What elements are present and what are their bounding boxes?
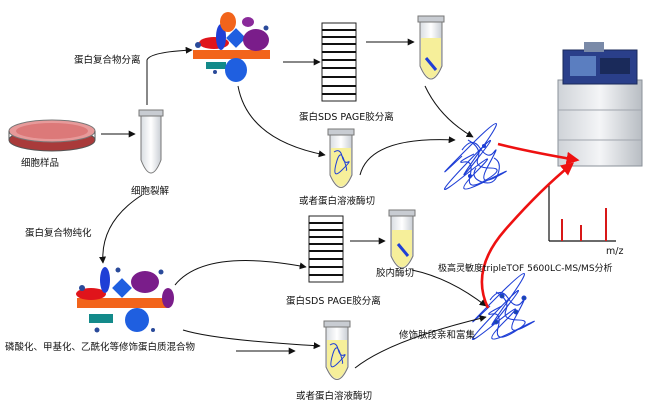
- label-instrument: 极高灵敏度tripleTOF 5600LC-MS/MS分析: [438, 264, 613, 274]
- label-mz-axis: m/z: [606, 246, 624, 257]
- gel-band-tube-icon-bottom: [388, 209, 416, 269]
- label-complex-separation: 蛋白复合物分离: [74, 55, 141, 66]
- sds-gel-icon-top: [321, 22, 357, 102]
- label-sds-page-bottom: 蛋白SDS PAGE胶分离: [286, 296, 381, 307]
- label-ptm-complex: 磷酸化、甲基化、乙酰化等修饰蛋白质混合物: [5, 342, 196, 353]
- label-cell-lysis: 细胞裂解: [131, 186, 170, 197]
- label-in-solution-digest-bottom: 或者蛋白溶液酶切: [296, 391, 373, 402]
- mass-spectrometer-icon: [557, 42, 643, 167]
- lysis-tube-icon: [138, 109, 164, 174]
- label-complex-purification: 蛋白复合物纯化: [25, 228, 92, 239]
- digest-tube-icon-bottom: [323, 320, 351, 380]
- red-ms-arrows: [480, 142, 580, 309]
- petri-dish-icon: [8, 119, 96, 152]
- sds-gel-icon-bottom: [308, 215, 344, 283]
- workflow-arrows: [99, 38, 487, 369]
- label-ptm-enrichment: 修饰肽段亲和富集: [399, 330, 476, 341]
- gel-band-tube-icon-top: [417, 15, 445, 80]
- peptide-mixture-icon-bottom: [472, 272, 535, 340]
- protein-complex-icon-bottom: [76, 267, 174, 333]
- digest-tube-icon-top: [327, 128, 355, 188]
- label-in-gel-digest: 胶内酶切: [376, 268, 415, 279]
- protein-complex-icon-top: [193, 12, 270, 82]
- label-cell-sample: 细胞样品: [21, 158, 60, 169]
- peptide-mixture-icon-top: [444, 122, 507, 190]
- label-sds-page-top: 蛋白SDS PAGE胶分离: [299, 112, 394, 123]
- ms-spectrum-icon: [548, 184, 616, 242]
- label-in-solution-digest-top: 或者蛋白溶液酶切: [299, 196, 376, 207]
